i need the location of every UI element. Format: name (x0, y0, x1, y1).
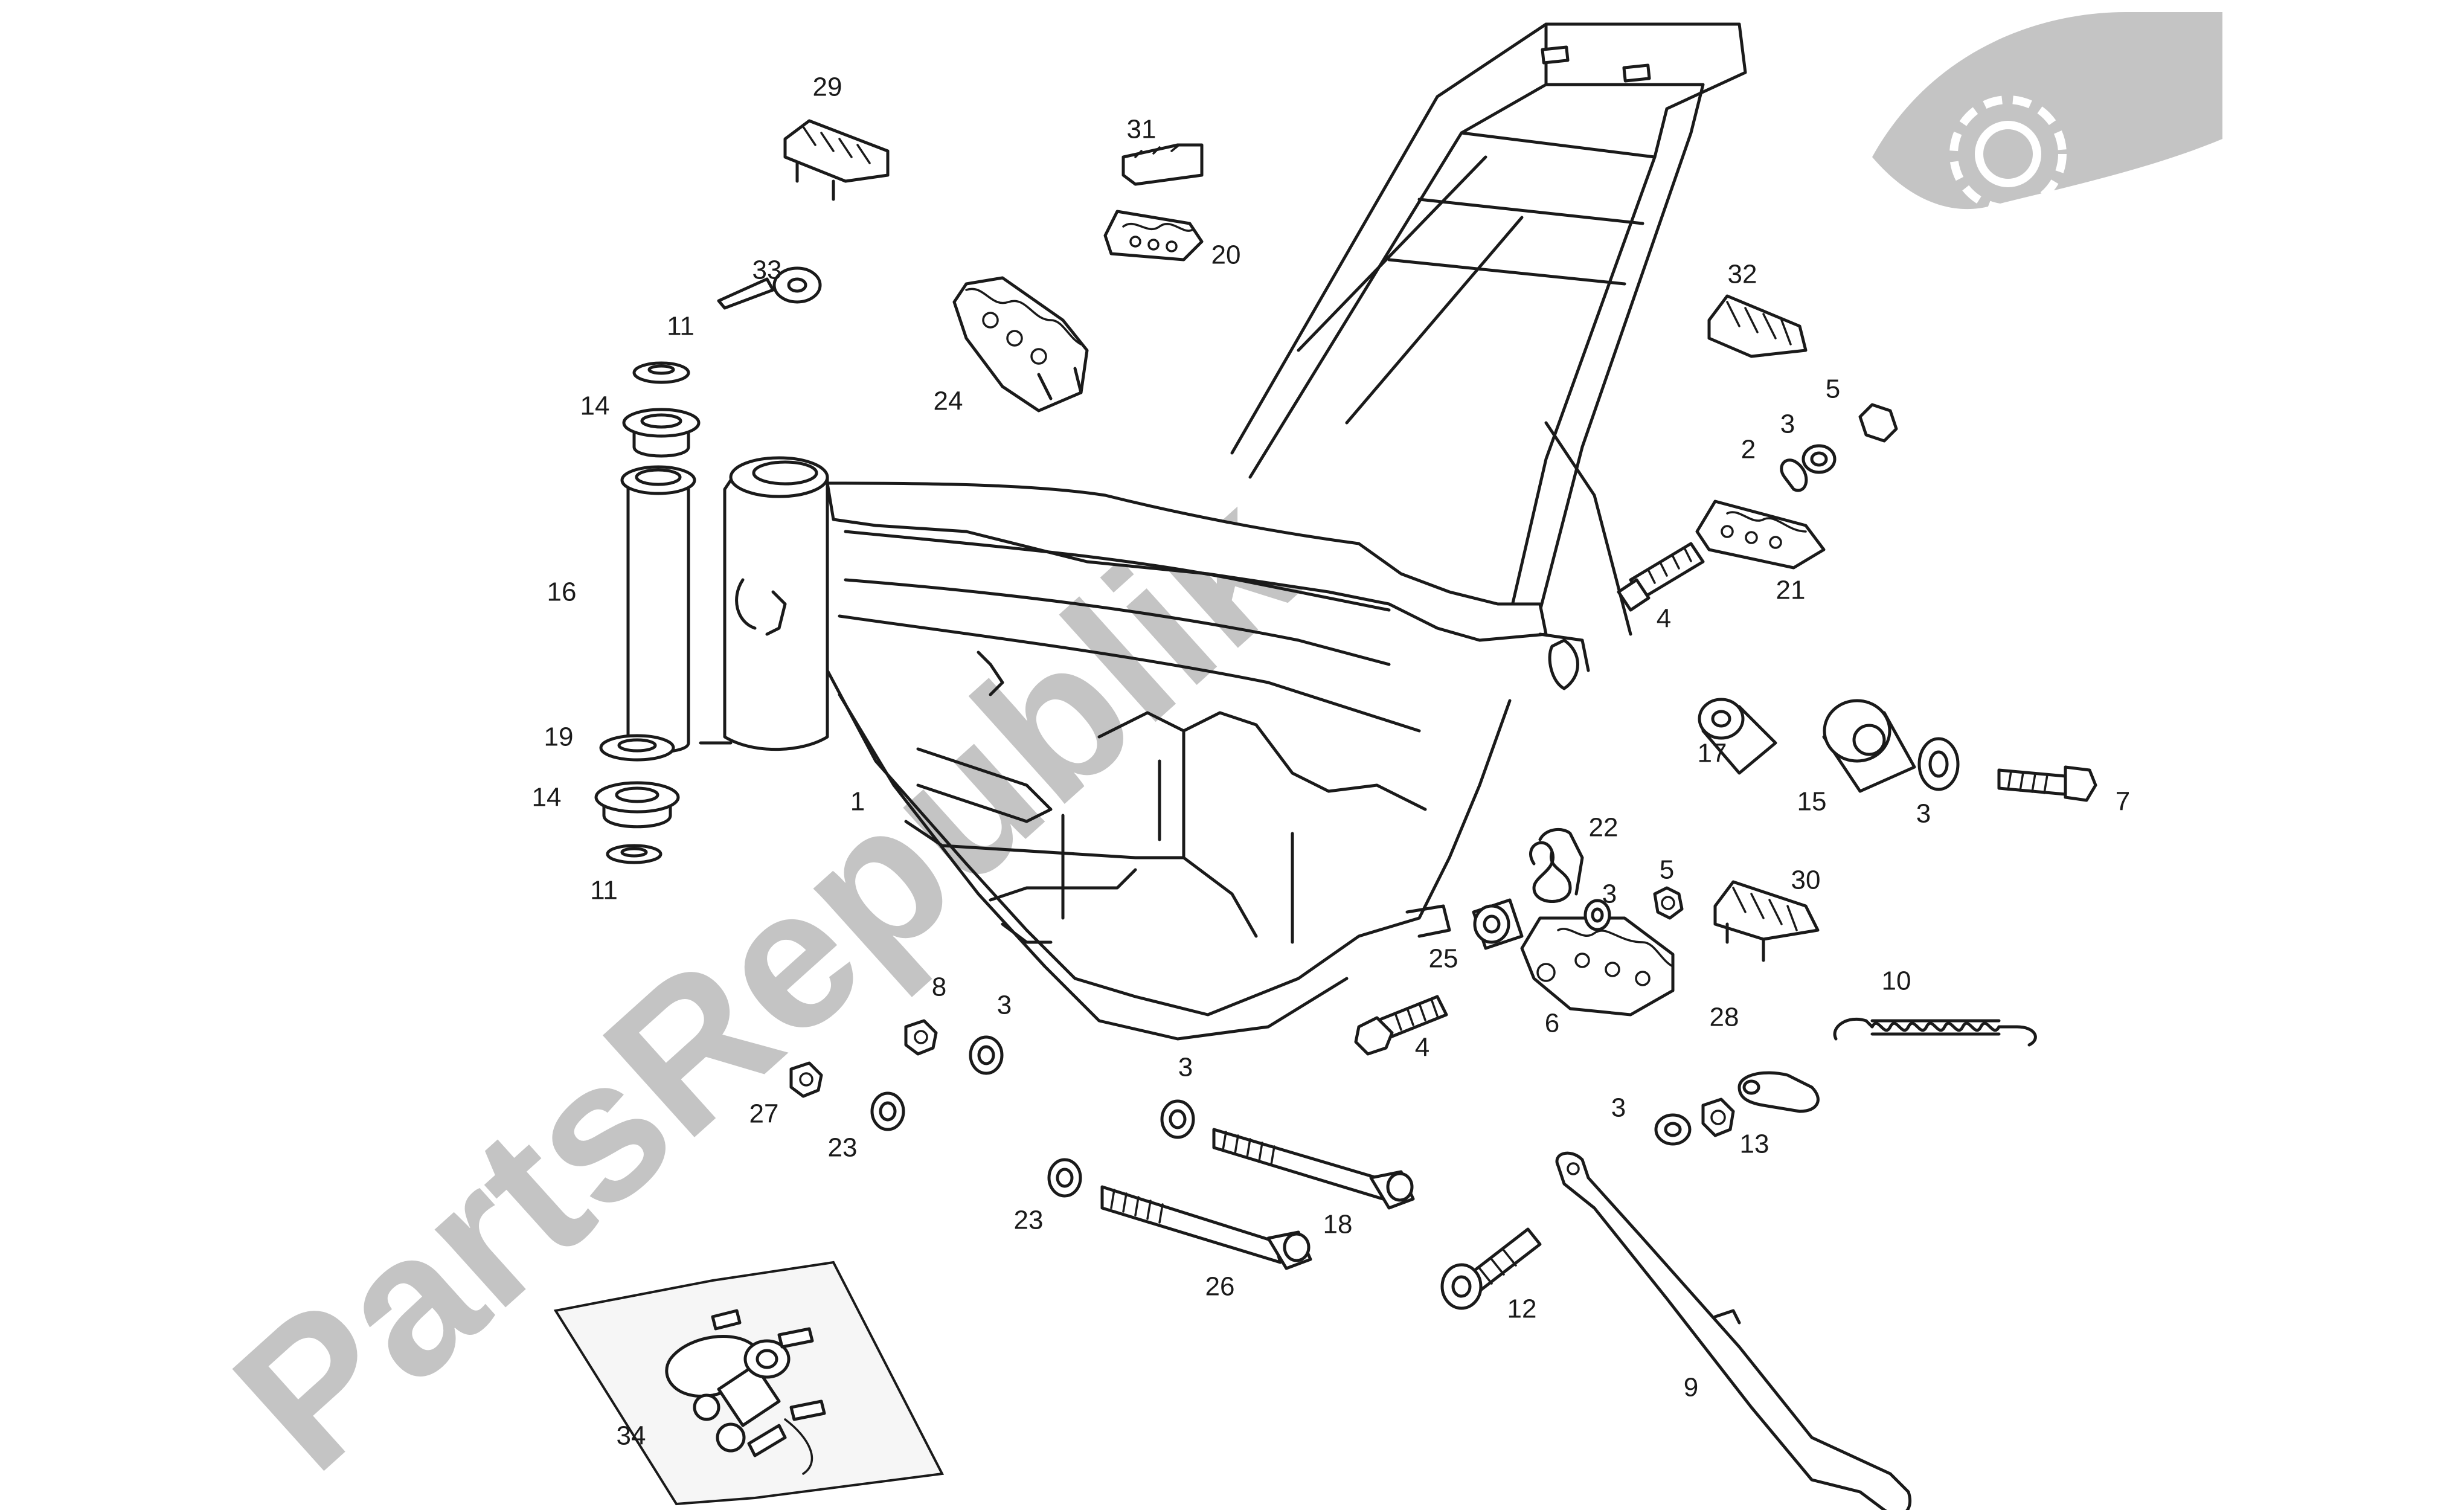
plate-28 (1737, 1071, 1820, 1113)
spacers-right (1698, 698, 2097, 802)
callout-24: 24 (934, 387, 963, 416)
footpeg-20 (1103, 210, 1204, 262)
callout-23: 23 (828, 1133, 858, 1163)
footpeg-rubber-29 (783, 119, 890, 201)
callout-23: 23 (1014, 1206, 1044, 1235)
callout-10: 10 (1882, 966, 1911, 996)
callout-32: 32 (1728, 260, 1757, 289)
callout-4: 4 (1415, 1033, 1429, 1062)
hardware-kit-bag-34 (553, 1261, 945, 1506)
callout-29: 29 (813, 72, 842, 102)
callout-27: 27 (749, 1099, 779, 1129)
spring-10 (1833, 1017, 2037, 1047)
callout-3: 3 (1611, 1093, 1626, 1123)
callout-labels: 1 2 3 3 3 3 3 3 4 4 5 5 6 7 8 9 10 11 11… (532, 72, 2131, 1451)
callout-6: 6 (1545, 1009, 1559, 1038)
callout-9: 9 (1684, 1373, 1698, 1402)
callout-3: 3 (1602, 879, 1617, 909)
footpeg-rubber-32 (1707, 294, 1808, 358)
callout-4: 4 (1657, 604, 1671, 634)
hardware-left-lower (789, 1019, 1004, 1131)
callout-11: 11 (667, 312, 695, 341)
bolt-4-lower (1354, 995, 1448, 1056)
callout-5: 5 (1826, 374, 1840, 404)
callout-18: 18 (1323, 1210, 1353, 1239)
callout-3: 3 (997, 991, 1012, 1020)
callout-2: 2 (1741, 435, 1756, 464)
callout-17: 17 (1698, 739, 1727, 768)
key-33 (717, 266, 822, 310)
callout-22: 22 (1589, 813, 1619, 843)
callout-5: 5 (1660, 855, 1674, 885)
callout-3: 3 (1178, 1053, 1193, 1082)
callout-34: 34 (617, 1421, 646, 1451)
footpeg-24 (952, 276, 1089, 413)
callout-7: 7 (2116, 787, 2130, 817)
steering-stack (594, 361, 701, 864)
bolts-18-26 (1047, 1099, 1415, 1270)
footpeg-6 (1520, 916, 1675, 1017)
callout-16: 16 (547, 577, 577, 607)
callout-26: 26 (1205, 1272, 1235, 1302)
callout-3: 3 (1780, 410, 1795, 439)
callout-14: 14 (532, 783, 562, 812)
bolt-12 (1440, 1227, 1542, 1310)
callout-1: 1 (850, 787, 865, 817)
callout-31: 31 (1127, 115, 1157, 144)
callout-20: 20 (1211, 240, 1241, 270)
footpeg-21 (1695, 500, 1826, 570)
callout-14: 14 (580, 391, 610, 421)
callout-28: 28 (1710, 1003, 1739, 1032)
callout-12: 12 (1507, 1294, 1537, 1324)
hardware-right-upper (1617, 403, 1898, 612)
callout-15: 15 (1797, 787, 1827, 817)
gear-icon (1949, 95, 2067, 213)
spring-22-and-hardware (1472, 827, 1684, 950)
callout-19: 19 (544, 722, 574, 752)
callout-25: 25 (1429, 944, 1458, 974)
footpeg-rubber-31 (1121, 143, 1204, 186)
callout-30: 30 (1791, 866, 1821, 895)
callout-13: 13 (1740, 1129, 1769, 1159)
callout-3: 3 (1916, 799, 1931, 829)
main-frame (699, 22, 1747, 1041)
nut-13-washer-3 (1654, 1097, 1735, 1146)
callout-11: 11 (590, 876, 618, 905)
side-stand-9 (1555, 1151, 1912, 1510)
footpeg-rubber-30 (1713, 880, 1820, 962)
callout-33: 33 (752, 255, 782, 285)
callout-8: 8 (932, 972, 946, 1002)
callout-21: 21 (1776, 576, 1806, 605)
